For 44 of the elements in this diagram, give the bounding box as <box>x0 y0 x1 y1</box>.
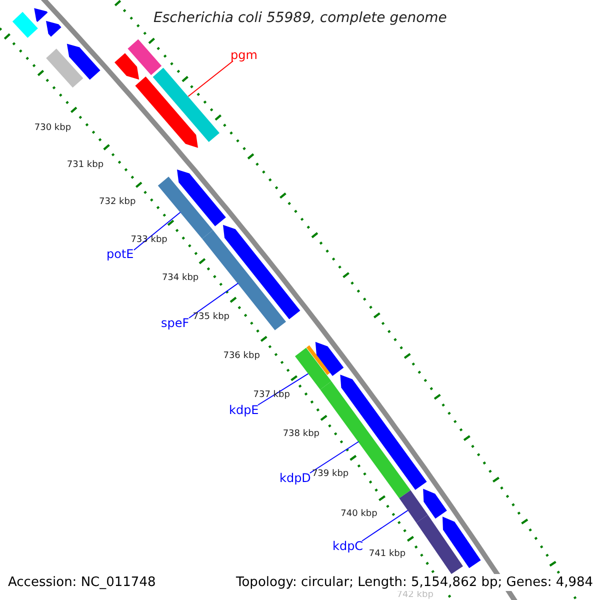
gene-feature <box>66 44 100 80</box>
gene-feature <box>442 516 481 568</box>
gene-label: kdpE <box>229 404 259 416</box>
gene-feature <box>46 20 62 37</box>
accession-text: Accession: NC_011748 <box>6 574 158 590</box>
gene-label: kdpC <box>332 540 364 552</box>
tick-label: 739 kbp <box>312 470 349 479</box>
tick-label: 737 kbp <box>253 390 290 400</box>
leader-line <box>362 510 408 542</box>
gene-bar <box>128 39 162 76</box>
gene-bar <box>306 345 330 375</box>
leader-line <box>258 373 309 406</box>
tick-label: 741 kbp <box>368 550 406 560</box>
gene-feature <box>315 342 344 376</box>
tick-label: 738 kbp <box>282 430 320 440</box>
gene-label: speF <box>161 317 190 329</box>
gene-bar <box>12 12 38 38</box>
gene-feature <box>34 8 48 22</box>
title: Escherichia coli 55989, complete genome <box>154 11 447 25</box>
gene-label: kdpD <box>280 472 311 484</box>
gene-label: pgm <box>230 49 258 61</box>
tick-label: 731 kbp <box>66 161 104 170</box>
tick-label: 732 kbp <box>99 198 136 208</box>
leader-line <box>310 441 360 474</box>
gene-bar <box>399 490 428 523</box>
genome-info-text: Topology: circular; Length: 5,154,862 bp; Genes: 4,984 <box>234 574 596 590</box>
tick-label: 736 kbp <box>223 352 260 360</box>
tick-label: 733 kbp <box>130 236 168 246</box>
gene-feature <box>423 488 447 519</box>
gene-feature <box>177 170 226 226</box>
leader-line <box>188 60 234 97</box>
leader-line <box>188 282 239 318</box>
gene-label: potE <box>106 248 134 260</box>
tick-label: 734 kbp <box>162 274 199 284</box>
tick-label: 740 kbp <box>340 510 378 519</box>
gene-bar <box>295 348 332 390</box>
tick-label: 730 kbp <box>34 124 72 133</box>
gene-feature <box>135 76 198 148</box>
gene-bar <box>46 48 84 88</box>
gene-bar <box>152 68 220 142</box>
gene-bar <box>416 514 463 574</box>
tick-label: 735 kbp <box>192 312 230 322</box>
leader-line <box>134 212 181 250</box>
gene-feature <box>114 53 140 80</box>
